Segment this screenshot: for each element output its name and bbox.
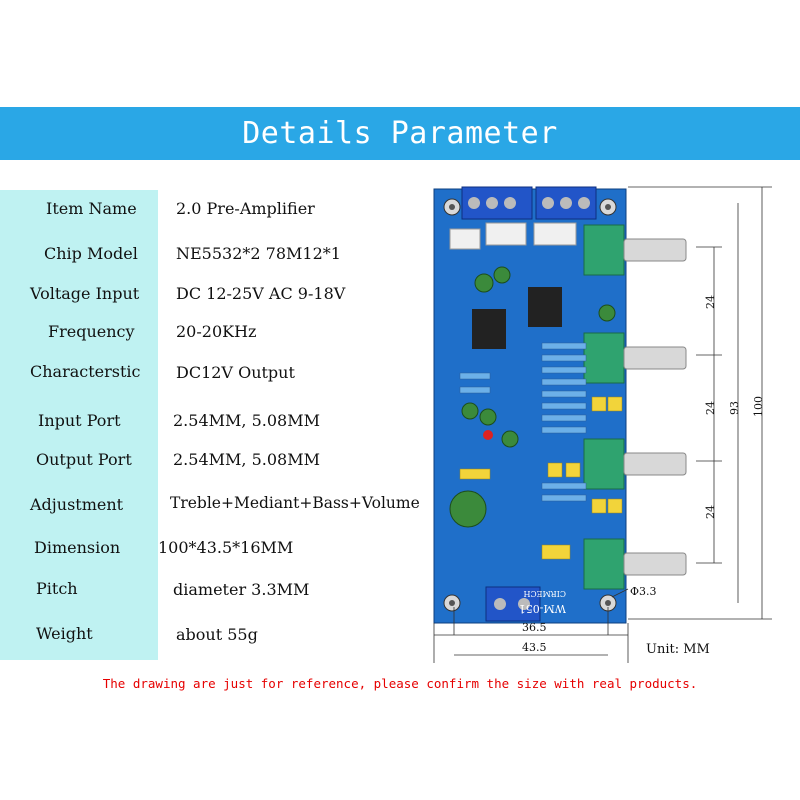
dim-43-5: 43.5 (522, 641, 547, 654)
spec-label: Output Port (36, 450, 132, 469)
board-drawing: WM-051 CIRMECH 24 24 24 93 100 Φ3.3 36.5 (432, 183, 800, 663)
large-capacitor-icon (449, 490, 487, 528)
spec-value: DC12V Output (176, 363, 295, 382)
spec-label: Dimension (34, 538, 121, 557)
spec-label: Characterstic (30, 362, 141, 381)
header-connector-icon (449, 228, 481, 250)
spec-value: Treble+Mediant+Bass+Volume (170, 494, 420, 512)
spec-label: Voltage Input (30, 284, 140, 303)
spec-label: Item Name (46, 199, 137, 218)
dim-100: 100 (752, 396, 765, 417)
spec-value: 2.54MM, 5.08MM (173, 450, 320, 469)
dim-36-5: 36.5 (522, 621, 547, 634)
dim-24-c: 24 (704, 505, 717, 519)
spec-label: Input Port (38, 411, 121, 430)
spec-label: Adjustment (30, 495, 124, 514)
header-connector-icon (485, 222, 527, 246)
spec-value: DC 12-25V AC 9-18V (176, 284, 346, 303)
knob-icon (623, 452, 687, 476)
disclaimer-note: The drawing are just for reference, plea… (102, 676, 698, 691)
board-model-label: WM-051 (519, 602, 566, 615)
dim-24-b: 24 (704, 401, 717, 415)
header-connector-icon (533, 222, 577, 246)
spec-value: about 55g (176, 625, 258, 644)
unit-label: Unit: MM (646, 642, 710, 657)
header-banner: Details Parameter (0, 107, 800, 160)
dim-hole: Φ3.3 (630, 585, 657, 598)
knob-icon (623, 346, 687, 370)
ic-chip-icon (472, 309, 506, 349)
knob-icon (623, 552, 687, 576)
spec-label: Frequency (48, 322, 135, 341)
potentiometer-icon (583, 538, 625, 590)
label-column (0, 190, 158, 660)
spec-value: 2.54MM, 5.08MM (173, 411, 320, 430)
board-svg: WM-051 CIRMECH 24 24 24 93 100 Φ3.3 36.5 (433, 186, 772, 663)
spec-value: 100*43.5*16MM (158, 538, 294, 557)
spec-value: 2.0 Pre-Amplifier (176, 199, 315, 218)
dim-24-a: 24 (704, 295, 717, 309)
spec-table: Item Name 2.0 Pre-Amplifier Chip Model N… (0, 190, 428, 660)
potentiometer-icon (583, 438, 625, 490)
spec-label: Chip Model (44, 244, 138, 263)
knob-icon (623, 238, 687, 262)
page-title: Details Parameter (242, 116, 558, 151)
dim-93: 93 (728, 401, 741, 415)
potentiometer-icon (583, 224, 625, 276)
board-brand-label: CIRMECH (524, 589, 566, 598)
value-column (170, 190, 428, 660)
spec-label: Pitch (36, 579, 78, 598)
spec-value: diameter 3.3MM (173, 580, 310, 599)
ic-chip-icon (528, 287, 562, 327)
potentiometer-icon (583, 332, 625, 384)
spec-value: 20-20KHz (176, 322, 257, 341)
spec-label: Weight (36, 624, 93, 643)
spec-value: NE5532*2 78M12*1 (176, 244, 341, 263)
